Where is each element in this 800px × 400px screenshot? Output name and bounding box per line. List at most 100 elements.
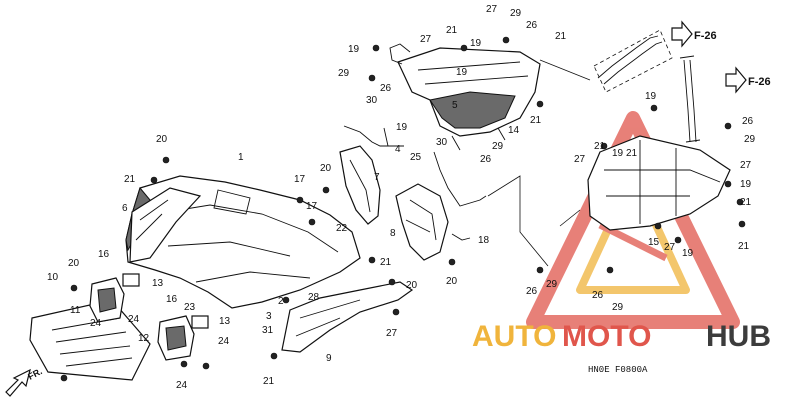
rear-frame-part — [389, 43, 541, 151]
callout-14: 14 — [508, 125, 520, 136]
callout-27c: 27 — [574, 154, 586, 165]
mud-guard-part — [339, 145, 381, 225]
callout-29d: 29 — [744, 134, 756, 145]
callout-16b: 16 — [166, 294, 178, 305]
harness-4 — [343, 125, 404, 147]
headlight-left-part — [89, 277, 125, 323]
callout-26a: 26 — [380, 83, 392, 94]
callout-26e: 26 — [526, 286, 538, 297]
f26-reference-top: F-26 — [671, 20, 717, 48]
callout-26c: 26 — [480, 154, 492, 165]
callout-21i: 21 — [740, 197, 752, 208]
callout-2: 2 — [278, 296, 284, 307]
callout-9: 9 — [326, 353, 332, 364]
callout-28: 28 — [308, 292, 320, 303]
callout-24a: 24 — [90, 318, 102, 329]
callout-11: 11 — [70, 305, 81, 316]
watermark-text: AUTO MOTO HUB — [472, 320, 771, 353]
callout-25: 25 — [410, 152, 422, 163]
callout-21g: 21 — [594, 141, 606, 152]
callout-31: 31 — [262, 325, 274, 336]
callout-24b: 24 — [128, 314, 140, 325]
callout-19d: 19 — [470, 38, 482, 49]
callout-27d: 27 — [740, 160, 752, 171]
stay-rod-upper — [593, 29, 673, 93]
callout-24d: 24 — [176, 380, 188, 391]
callout-10: 10 — [47, 272, 59, 283]
callout-21c: 21 — [555, 31, 567, 42]
callout-19e: 19 — [645, 91, 657, 102]
callout-12: 12 — [138, 333, 150, 344]
rear-bracket-part — [587, 135, 731, 231]
f26-right-label: F-26 — [748, 76, 771, 88]
callout-20c: 20 — [68, 258, 80, 269]
callout-21a: 21 — [124, 174, 136, 185]
callout-29b: 29 — [338, 68, 350, 79]
harness-18 — [433, 151, 487, 241]
callout-5: 5 — [452, 100, 458, 111]
callout-19c: 19 — [456, 67, 468, 78]
watermark-hub: HUB — [706, 320, 771, 353]
fr-label: FR. — [26, 366, 43, 382]
callout-30a: 30 — [366, 95, 378, 106]
bracket-13-upper — [122, 273, 140, 287]
callout-29e: 29 — [546, 279, 558, 290]
callout-21d: 21 — [530, 115, 542, 126]
fasteners — [60, 36, 746, 382]
callout-21h: 21 — [626, 148, 638, 159]
callout-20a: 20 — [156, 134, 168, 145]
callout-26f: 26 — [592, 290, 604, 301]
callout-8: 8 — [390, 228, 396, 239]
callout-20b: 20 — [320, 163, 332, 174]
callout-30b: 30 — [436, 137, 448, 148]
callout-7: 7 — [374, 172, 380, 183]
lower-cover-part — [281, 281, 414, 353]
callout-27e: 27 — [664, 242, 676, 253]
bracket-13-lower — [191, 315, 209, 329]
callout-4: 4 — [395, 144, 401, 155]
callout-26d: 26 — [742, 116, 754, 127]
callout-23: 23 — [184, 302, 196, 313]
callout-21b: 21 — [446, 25, 458, 36]
callout-19h: 19 — [682, 248, 694, 259]
callout-labels: 1 2 3 4 5 6 7 8 9 10 11 12 13 13 14 15 1… — [47, 4, 756, 391]
callout-19b: 19 — [396, 122, 408, 133]
callout-21f: 21 — [263, 376, 275, 387]
callout-27a: 27 — [486, 4, 498, 15]
callout-16a: 16 — [98, 249, 110, 260]
callout-27f: 27 — [386, 328, 398, 339]
callout-19a: 19 — [348, 44, 360, 55]
callout-27b: 27 — [420, 34, 432, 45]
callout-24c: 24 — [218, 336, 230, 347]
callout-15: 15 — [648, 237, 660, 248]
inner-fender-part — [395, 183, 449, 261]
callout-29a: 29 — [510, 8, 522, 19]
callout-3: 3 — [266, 311, 272, 322]
callout-19g: 19 — [740, 179, 752, 190]
diagram-code: HN0E F0800A — [588, 365, 648, 375]
callout-29c: 29 — [492, 141, 504, 152]
callout-17b: 17 — [306, 201, 318, 212]
side-trim-part — [129, 187, 202, 263]
callout-21e: 21 — [380, 257, 392, 268]
callout-29f: 29 — [612, 302, 624, 313]
callout-13b: 13 — [219, 316, 231, 327]
callout-20d: 20 — [446, 276, 458, 287]
callout-26b: 26 — [526, 20, 538, 31]
f26-reference-right: F-26 — [725, 66, 771, 94]
callout-13a: 13 — [152, 278, 164, 289]
callout-22: 22 — [336, 223, 348, 234]
f26-top-label: F-26 — [694, 30, 717, 42]
callout-20e: 20 — [406, 280, 418, 291]
callout-18: 18 — [478, 235, 490, 246]
headlight-right-part — [157, 315, 195, 361]
watermark-auto: AUTO — [472, 320, 556, 353]
front-direction-arrow: FR. — [5, 366, 44, 397]
callout-19f: 19 — [612, 148, 624, 159]
callout-21j: 21 — [738, 241, 750, 252]
callout-1: 1 — [238, 152, 244, 163]
stay-rod-right — [679, 55, 701, 143]
callout-17a: 17 — [294, 174, 306, 185]
front-grille-part — [29, 299, 151, 381]
